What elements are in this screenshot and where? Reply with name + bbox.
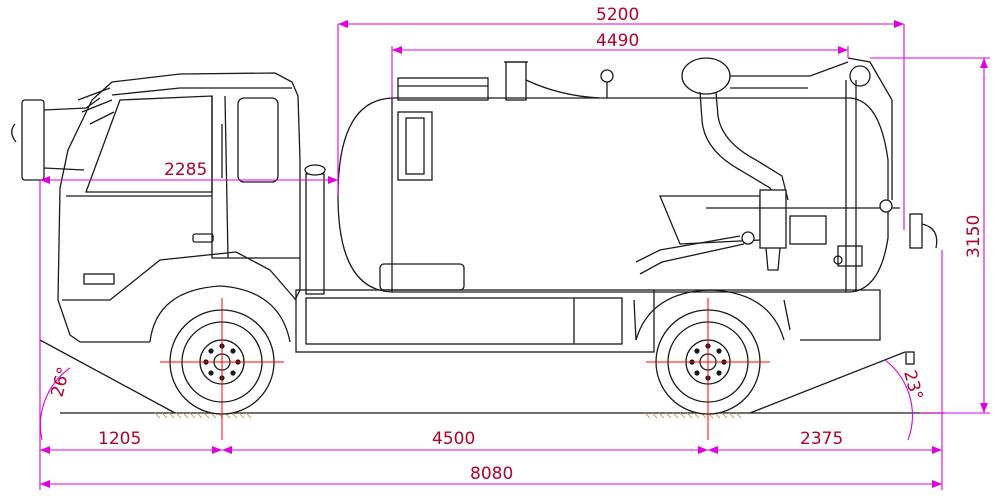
- ground-line: [60, 412, 945, 419]
- rear-wheel: [635, 289, 785, 415]
- angle-lines: [39, 339, 913, 441]
- dim-approach-angle: 26°: [48, 365, 75, 399]
- dim-front-overhang: 1205: [98, 429, 141, 449]
- truck-cab: [11, 72, 326, 343]
- dim-rear-overhang: 2375: [800, 429, 843, 449]
- dim-front-overhang-cab: 2285: [164, 160, 207, 180]
- dimension-labels: 5200 4490 2285 3150 1205 4500 2375 8080 …: [48, 5, 984, 484]
- dim-departure-angle: 23°: [899, 368, 926, 402]
- dimension-lines: [40, 20, 988, 488]
- dim-tank-total-length: 5200: [596, 5, 639, 25]
- dim-overall-height: 3150: [964, 215, 984, 258]
- dim-tank-body-length: 4490: [596, 31, 639, 51]
- chassis-frame: [295, 289, 881, 353]
- dim-overall-length: 8080: [470, 464, 513, 484]
- extension-lines: [39, 24, 990, 490]
- vacuum-tank: [337, 57, 938, 365]
- dim-wheelbase: 4500: [432, 429, 475, 449]
